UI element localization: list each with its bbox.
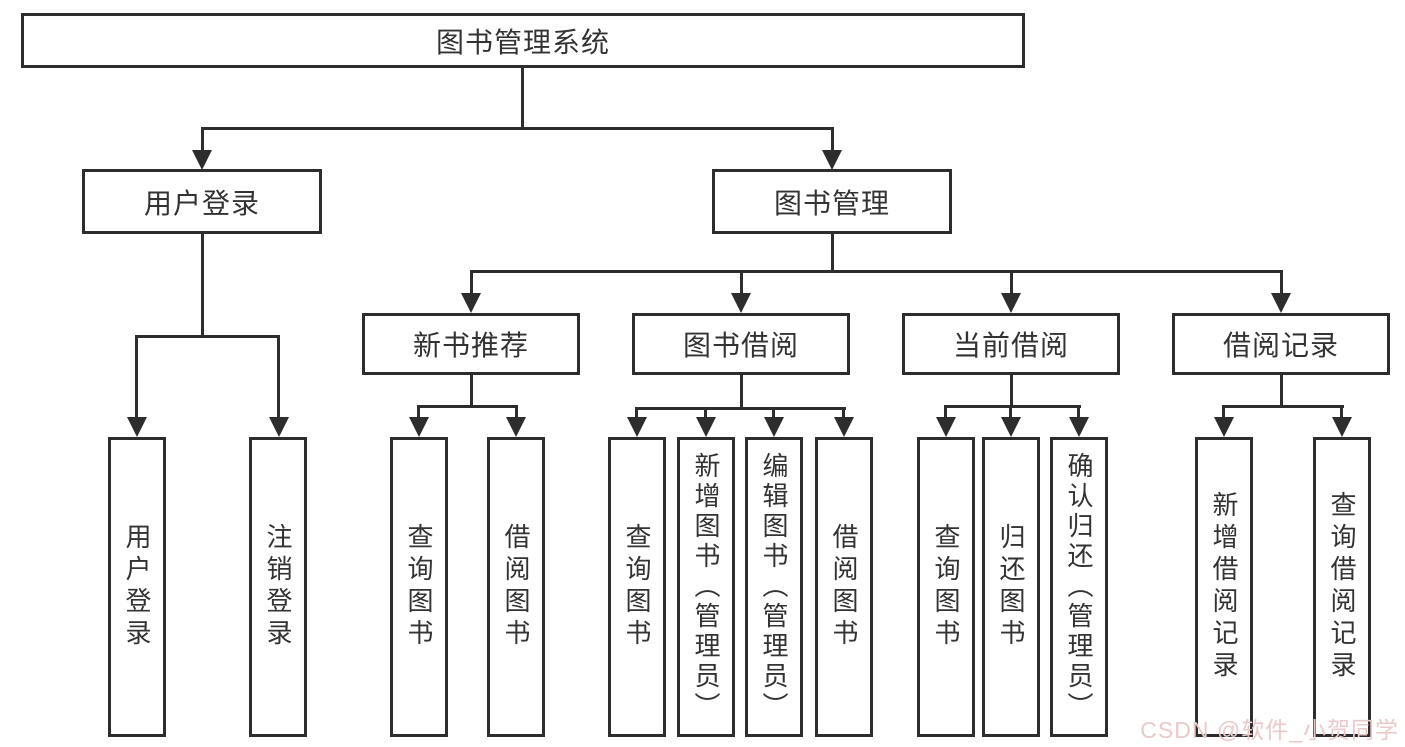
connector-arrow-down	[834, 417, 854, 437]
connector-line	[740, 270, 743, 294]
connector-line	[277, 335, 280, 417]
connector-line	[944, 405, 947, 418]
node-label: 用户登录	[143, 187, 260, 219]
connector-line	[201, 127, 204, 153]
node-leaf-add-borrow-record: 新增借阅记录	[1195, 437, 1253, 737]
node-leaf-add-books-admin: 新增图书（管理员）	[677, 437, 735, 737]
connector-arrow-down	[269, 417, 289, 437]
connector-arrow-down	[822, 150, 842, 170]
connector-arrow-down	[696, 417, 716, 437]
connector-line	[201, 127, 834, 130]
node-label: 新书推荐	[412, 330, 529, 361]
node-leaf-confirm-return-admin: 确认归还（管理员）	[1050, 437, 1108, 737]
node-label: 借阅记录	[1222, 330, 1339, 361]
connector-arrow-down	[764, 417, 784, 437]
connector-line	[1280, 270, 1283, 294]
connector-line	[635, 407, 638, 418]
connector-arrow-down	[409, 417, 429, 437]
connector-line	[1010, 270, 1013, 294]
node-leaf-edit-books-admin: 编辑图书（管理员）	[745, 437, 803, 737]
connector-line	[417, 405, 420, 418]
connector-line	[1340, 405, 1343, 418]
connector-line	[417, 405, 518, 408]
node-label: 当前借阅	[952, 330, 1069, 361]
node-leaf-borrow-books: 借阅图书	[815, 437, 873, 737]
node-library-management-system: 图书管理系统	[21, 13, 1025, 68]
csdn-watermark: CSDN @软件_小贺同学	[1140, 717, 1399, 743]
connector-line	[470, 270, 473, 294]
node-book-management: 图书管理	[712, 169, 952, 234]
connector-line	[135, 335, 280, 338]
connector-line	[470, 375, 473, 405]
connector-arrow-down	[731, 293, 751, 313]
connector-line	[521, 68, 524, 127]
connector-line	[944, 405, 1081, 408]
connector-line	[704, 407, 707, 418]
connector-line	[1280, 375, 1283, 405]
node-label: 图书借阅	[682, 330, 799, 361]
connector-arrow-down	[127, 417, 147, 437]
node-user-login: 用户登录	[82, 169, 322, 234]
connector-line	[1077, 405, 1080, 418]
node-borrow-records: 借阅记录	[1172, 313, 1390, 375]
connector-line	[1009, 405, 1012, 418]
node-leaf-logout: 注销登录	[249, 437, 307, 737]
node-new-book-recommend: 新书推荐	[362, 313, 580, 375]
connector-line	[842, 407, 845, 418]
connector-line	[831, 127, 834, 153]
node-leaf-borrow-books: 借阅图书	[487, 437, 545, 737]
connector-arrow-down	[936, 417, 956, 437]
connector-arrow-down	[1001, 293, 1021, 313]
connector-arrow-down	[1271, 293, 1291, 313]
connector-arrow-down	[1001, 417, 1021, 437]
node-current-borrow: 当前借阅	[902, 313, 1120, 375]
connector-line	[635, 407, 846, 410]
node-leaf-user-login: 用户登录	[108, 437, 166, 737]
connector-line	[1222, 405, 1344, 408]
connector-line	[1222, 405, 1225, 418]
connector-arrow-down	[1069, 417, 1089, 437]
connector-line	[740, 375, 743, 407]
node-label: 图书管理系统	[435, 26, 610, 58]
connector-arrow-down	[461, 293, 481, 313]
connector-arrow-down	[1332, 417, 1352, 437]
connector-line	[1010, 375, 1013, 405]
node-leaf-query-borrow-record: 查询借阅记录	[1313, 437, 1371, 737]
connector-line	[772, 407, 775, 418]
connector-arrow-down	[1214, 417, 1234, 437]
connector-arrow-down	[192, 150, 212, 170]
connector-line	[470, 270, 1283, 273]
connector-line	[515, 405, 518, 418]
node-book-borrow: 图书借阅	[632, 313, 850, 375]
node-leaf-query-books: 查询图书	[917, 437, 975, 737]
connector-arrow-down	[506, 417, 526, 437]
node-leaf-return-books: 归还图书	[982, 437, 1040, 737]
connector-line	[135, 335, 138, 417]
connector-line	[831, 234, 834, 270]
connector-arrow-down	[627, 417, 647, 437]
node-leaf-query-books: 查询图书	[390, 437, 448, 737]
node-leaf-query-books: 查询图书	[608, 437, 666, 737]
connector-line	[201, 234, 204, 335]
node-label: 图书管理	[773, 187, 890, 219]
